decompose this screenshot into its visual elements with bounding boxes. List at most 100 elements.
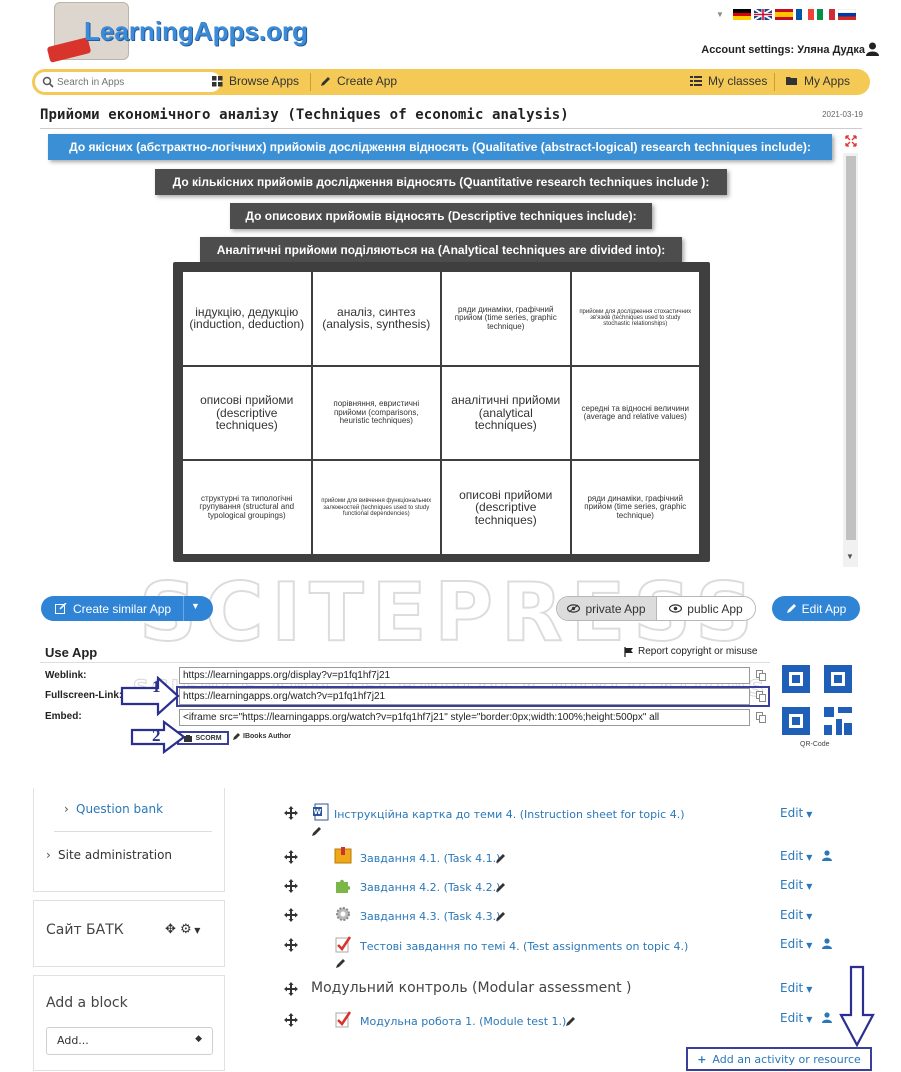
- fullscreen-link-field[interactable]: https://learningapps.org/watch?v=p1fq1hf…: [179, 688, 750, 705]
- pencil-icon[interactable]: [566, 1016, 576, 1026]
- activity-link-instruction[interactable]: Інструкційна картка до теми 4. (Instruct…: [334, 808, 685, 821]
- annotation-number-2: 2: [152, 726, 161, 745]
- report-misuse-link[interactable]: Report copyright or misuse: [624, 646, 758, 657]
- add-block-select[interactable]: Add... ◆: [46, 1027, 213, 1055]
- embed-label: Embed:: [45, 711, 82, 722]
- activity-link-task-4-3[interactable]: Завдання 4.3. (Task 4.3.): [360, 910, 501, 923]
- site-batk-title: Сайт БАТК: [46, 922, 124, 938]
- puzzle-piece[interactable]: описові прийоми (descriptive techniques): [442, 461, 570, 554]
- puzzle-piece[interactable]: індукцію, дедукцію (induction, deduction…: [183, 272, 311, 365]
- language-caret-icon[interactable]: ▼: [716, 9, 724, 19]
- copy-icon[interactable]: [756, 712, 766, 723]
- pencil-icon[interactable]: [496, 911, 506, 921]
- activity-link-task-4-2[interactable]: Завдання 4.2. (Task 4.2.): [360, 881, 501, 894]
- dropdown-caret-icon[interactable]: ▼: [191, 601, 200, 611]
- my-classes-link[interactable]: My classes: [690, 74, 767, 88]
- copy-icon[interactable]: [756, 670, 766, 681]
- puzzle-piece[interactable]: ряди динаміки, графічний прийом (time se…: [571, 461, 699, 554]
- move-icon[interactable]: [284, 982, 298, 996]
- fullscreen-link-label: Fullscreen-Link:: [45, 690, 123, 701]
- app-title: Прийоми економічного аналізу (Techniques…: [40, 107, 569, 123]
- flag-it-icon[interactable]: [816, 8, 835, 20]
- pencil-icon[interactable]: [336, 958, 346, 968]
- edit-menu[interactable]: Edit▼: [780, 849, 812, 863]
- add-block-block: Add a block Add... ◆: [33, 975, 225, 1071]
- category-descriptive[interactable]: До описових прийомів відносять (Descript…: [230, 203, 652, 229]
- user-icon[interactable]: [822, 938, 832, 949]
- scrollbar-thumb[interactable]: [846, 156, 856, 540]
- move-icon[interactable]: [284, 879, 298, 893]
- pencil-icon[interactable]: [312, 826, 322, 836]
- puzzle-piece[interactable]: ряди динаміки, графічний прийом (time se…: [442, 272, 570, 365]
- edit-menu[interactable]: Edit▼: [780, 981, 812, 995]
- puzzle-grid: індукцію, дедукцію (induction, deduction…: [183, 272, 699, 554]
- language-flags[interactable]: ▼: [716, 8, 856, 20]
- create-app-link[interactable]: Create App: [320, 74, 397, 88]
- edit-square-icon: [55, 603, 67, 614]
- pencil-icon: [321, 76, 330, 86]
- chevron-down-icon: ▼: [806, 912, 813, 921]
- public-app-button[interactable]: public App: [656, 597, 755, 620]
- block-actions[interactable]: ✥ ⚙ ▼: [165, 922, 200, 937]
- nav-divider: [54, 831, 212, 832]
- puzzle-piece[interactable]: структурні та типологічні групування (st…: [183, 461, 311, 554]
- weblink-field[interactable]: https://learningapps.org/display?v=p1fq1…: [179, 667, 750, 684]
- category-qualitative[interactable]: До якісних (абстрактно-логічних) прийомі…: [48, 134, 832, 160]
- account-settings-link[interactable]: Account settings: Уляна Дудка: [701, 44, 865, 56]
- embed-code-field[interactable]: <iframe src="https://learningapps.org/wa…: [179, 709, 750, 726]
- ibooks-author-link[interactable]: IBooks Author: [233, 733, 291, 740]
- move-icon[interactable]: ✥: [165, 922, 176, 937]
- chevron-down-icon[interactable]: ▼: [191, 926, 201, 935]
- browse-apps-link[interactable]: Browse Apps: [212, 74, 299, 88]
- puzzle-piece[interactable]: описові прийоми (descriptive techniques): [183, 366, 311, 460]
- edit-label: Edit: [780, 849, 804, 863]
- learningapps-logo[interactable]: LearningApps.org: [44, 2, 324, 63]
- qr-code[interactable]: [780, 663, 854, 737]
- scroll-down-arrow-icon[interactable]: ▼: [846, 552, 854, 561]
- category-analytical[interactable]: Аналітичні прийоми поділяються на (Analy…: [200, 237, 682, 263]
- puzzle-piece[interactable]: прийоми для вивчення функціональних зале…: [312, 461, 440, 554]
- move-icon[interactable]: [284, 938, 298, 952]
- edit-menu[interactable]: Edit▼: [780, 878, 812, 892]
- puzzle-piece[interactable]: середні та відносні величини (average an…: [571, 366, 699, 460]
- pencil-icon[interactable]: [496, 853, 506, 863]
- move-icon[interactable]: [284, 908, 298, 922]
- flag-es-icon[interactable]: [774, 8, 793, 20]
- flag-ru-icon[interactable]: [837, 8, 856, 20]
- puzzle-piece[interactable]: аналітичні прийоми (analytical technique…: [442, 366, 570, 460]
- puzzle-piece[interactable]: порівняння, евристичні прийоми (comparis…: [312, 366, 440, 460]
- category-quantitative[interactable]: До кількісних прийомів дослідження відно…: [155, 169, 727, 195]
- edit-menu[interactable]: Edit▼: [780, 908, 812, 922]
- search-box[interactable]: [35, 72, 221, 92]
- question-bank-link[interactable]: Question bank: [76, 802, 164, 816]
- activity-link-module-test-1[interactable]: Модульна робота 1. (Module test 1.): [360, 1015, 567, 1028]
- search-input[interactable]: [57, 74, 215, 90]
- create-similar-app-button[interactable]: Create similar App ▼: [41, 596, 213, 621]
- edit-menu[interactable]: Edit▼: [780, 937, 812, 951]
- my-apps-link[interactable]: My Apps: [786, 74, 850, 88]
- puzzle-piece[interactable]: прийоми для дослідження стохастичних зв'…: [571, 272, 699, 365]
- pencil-icon[interactable]: [496, 882, 506, 892]
- move-icon[interactable]: [284, 806, 298, 820]
- puzzle-piece[interactable]: аналіз, синтез (analysis, synthesis): [312, 272, 440, 365]
- user-icon[interactable]: [822, 1012, 832, 1023]
- private-app-button[interactable]: private App: [557, 597, 656, 620]
- gear-icon[interactable]: ⚙: [180, 922, 192, 937]
- copy-icon[interactable]: [756, 691, 766, 702]
- edit-app-button[interactable]: Edit App: [772, 596, 860, 621]
- scorm-label: SCORM: [195, 734, 222, 742]
- user-account-icon[interactable]: [866, 42, 879, 56]
- flag-en-icon[interactable]: [753, 8, 772, 20]
- flag-fr-icon[interactable]: [795, 8, 814, 20]
- add-activity-button[interactable]: + Add an activity or resource: [686, 1047, 872, 1071]
- edit-menu[interactable]: Edit▼: [780, 806, 812, 820]
- site-administration-link[interactable]: Site administration: [58, 848, 173, 862]
- activity-link-test-topic-4[interactable]: Тестові завдання по темі 4. (Test assign…: [360, 940, 689, 953]
- fullscreen-icon[interactable]: [845, 135, 857, 147]
- flag-de-icon[interactable]: [732, 8, 751, 20]
- move-icon[interactable]: [284, 850, 298, 864]
- activity-link-task-4-1[interactable]: Завдання 4.1. (Task 4.1.): [360, 852, 501, 865]
- move-icon[interactable]: [284, 1013, 298, 1027]
- edit-menu[interactable]: Edit▼: [780, 1011, 812, 1025]
- user-icon[interactable]: [822, 850, 832, 861]
